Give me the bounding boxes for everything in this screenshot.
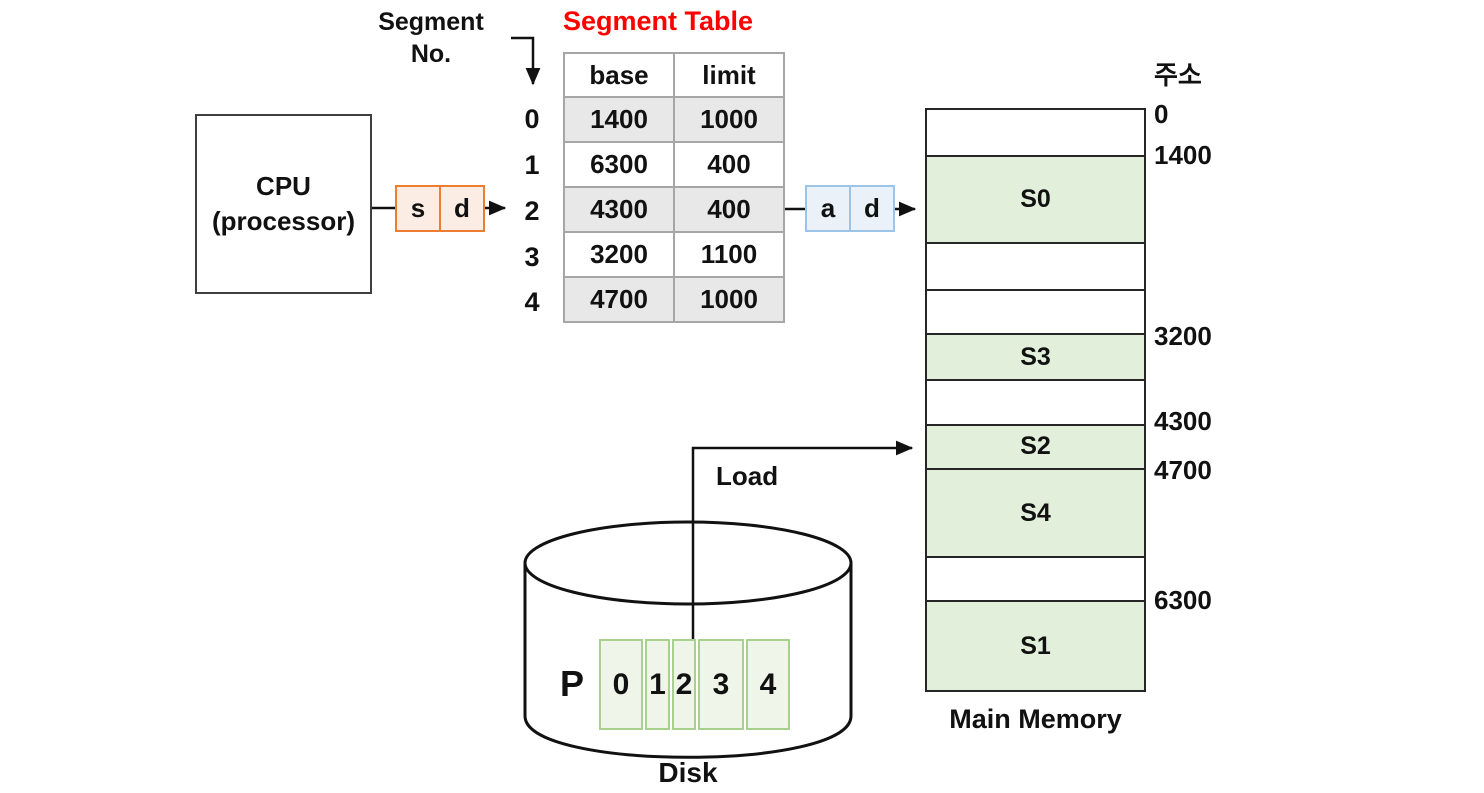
disk-cell-2: 2 [672, 639, 696, 730]
memory-segment-free [927, 556, 1144, 601]
table-cell-base: 4700 [563, 276, 675, 323]
segment-table-header-limit: limit [673, 52, 785, 98]
table-cell-limit: 1000 [673, 276, 785, 323]
segment-no-label-line2: No. [410, 40, 452, 68]
physical-address-cell-d: d [849, 187, 893, 230]
disk-cylinder-body-outline [523, 563, 853, 759]
disk-cell-1: 1 [645, 639, 670, 730]
table-row: 6300 400 [563, 141, 785, 188]
disk-cell-3: 3 [698, 639, 744, 730]
memory-segment-s4: S4 [927, 467, 1144, 557]
memory-segment-label: S0 [1020, 184, 1051, 213]
cpu-label-line2: (processor) [211, 206, 356, 236]
physical-address-cell-a: a [820, 193, 836, 223]
table-cell-limit: 1000 [673, 96, 785, 143]
main-memory-box: S0 S3 S2 S4 S1 [925, 108, 1146, 692]
disk-cell-0: 0 [599, 639, 643, 730]
memory-segment-free [927, 110, 1144, 155]
memory-segment-s2: S2 [927, 423, 1144, 468]
disk-segment-cells: 0 1 2 3 4 [599, 639, 790, 730]
address-label-4700: 4700 [1154, 455, 1212, 485]
table-row: 4700 1000 [563, 276, 785, 323]
segment-number-2: 2 [524, 196, 540, 226]
segment-table: base limit 1400 1000 6300 400 4300 400 3… [563, 52, 785, 323]
memory-segment-label: S4 [1020, 498, 1051, 527]
table-cell-limit: 400 [673, 141, 785, 188]
segment-number-3: 3 [524, 242, 540, 272]
cpu-box: CPU (processor) [195, 114, 372, 294]
table-cell-base: 6300 [563, 141, 675, 188]
segment-table-title: Segment Table [563, 6, 754, 36]
logical-address-cell-s: s [410, 193, 426, 223]
memory-segment-s0: S0 [927, 154, 1144, 242]
memory-segment-label: S2 [1020, 432, 1051, 461]
logical-address-register: s d [395, 185, 485, 232]
table-cell-limit: 400 [673, 186, 785, 233]
table-cell-base: 3200 [563, 231, 675, 278]
load-arrow [691, 440, 914, 640]
address-label-1400: 1400 [1154, 140, 1212, 170]
main-memory-label: Main Memory [949, 704, 1122, 734]
load-label: Load [716, 461, 779, 491]
table-row: 4300 400 [563, 186, 785, 233]
disk-process-label: P [559, 663, 584, 704]
address-label-3200: 3200 [1154, 321, 1212, 351]
segment-no-label-line1: Segment [378, 8, 484, 36]
memory-segment-free [927, 241, 1144, 290]
logical-address-cell-d: d [439, 187, 483, 230]
segment-number-4: 4 [524, 287, 540, 317]
segment-number-1: 1 [524, 150, 540, 180]
disk-cylinder-top-ellipse [523, 520, 853, 606]
address-column-header: 주소 [1154, 60, 1202, 90]
table-cell-base: 1400 [563, 96, 675, 143]
table-row: 1400 1000 [563, 96, 785, 143]
segment-table-header-base: base [563, 52, 675, 98]
disk-label: Disk [658, 757, 718, 788]
segment-number-0: 0 [524, 104, 540, 134]
segment-no-label: Segment No. [358, 6, 504, 70]
memory-segment-label: S1 [1020, 631, 1051, 660]
address-label-6300: 6300 [1154, 585, 1212, 615]
physical-address-register: a d [805, 185, 895, 232]
segment-table-header-row: base limit [563, 52, 785, 98]
table-cell-limit: 1100 [673, 231, 785, 278]
table-row: 3200 1100 [563, 231, 785, 278]
memory-segment-s1: S1 [927, 600, 1144, 690]
disk-cell-4: 4 [746, 639, 790, 730]
address-label-4300: 4300 [1154, 406, 1212, 436]
memory-segment-s3: S3 [927, 333, 1144, 380]
memory-segment-free [927, 379, 1144, 424]
address-label-0: 0 [1154, 99, 1169, 129]
cpu-label-line1: CPU [256, 170, 311, 201]
memory-segment-label: S3 [1020, 342, 1051, 371]
segment-no-pointer-arrow [511, 36, 541, 86]
memory-segment-free [927, 289, 1144, 334]
table-cell-base: 4300 [563, 186, 675, 233]
